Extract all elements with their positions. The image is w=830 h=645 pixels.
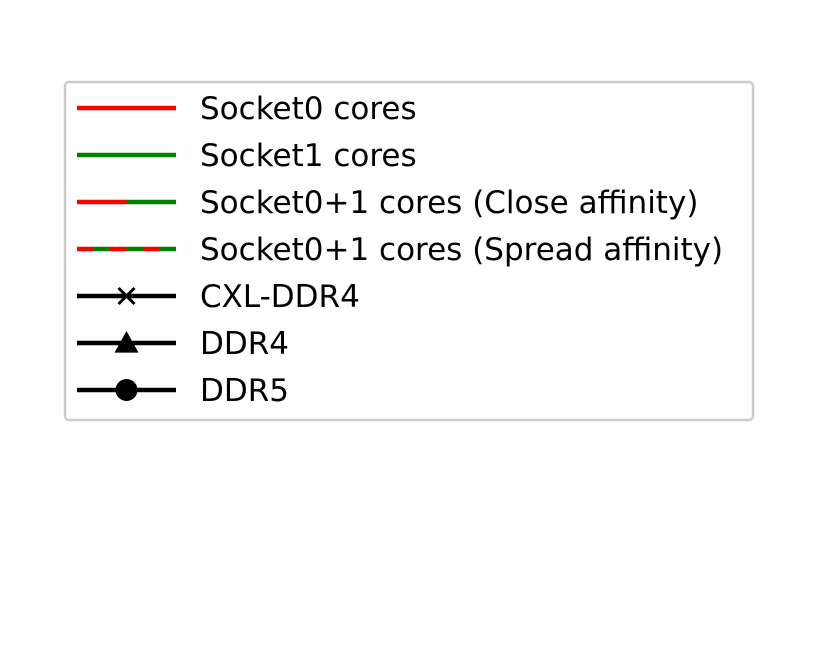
legend-frame [63,80,755,422]
legend-item-cxl-ddr4: CXL-DDR4 [77,279,360,315]
legend-item-socket0-1-cores-close-affinity: Socket0+1 cores (Close affinity) [77,185,698,221]
x-marker-icon [117,286,136,306]
legend-label: Socket0+1 cores (Spread affinity) [200,232,723,268]
legend-label: DDR5 [200,373,289,409]
legend-label: DDR4 [200,326,289,362]
legend-label: Socket0 cores [200,91,417,127]
legend-item-socket0-cores: Socket0 cores [77,91,417,127]
legend-item-ddr4: DDR4 [77,326,289,362]
legend-item-socket1-cores: Socket1 cores [77,138,417,174]
legend-label: CXL-DDR4 [200,279,360,315]
circle-marker-icon [115,379,138,401]
legend-item-socket0-1-cores-spread-affinity: Socket0+1 cores (Spread affinity) [77,232,723,268]
legend-item-ddr5: DDR5 [77,373,289,409]
triangle-marker-icon [114,331,139,353]
legend-label: Socket0+1 cores (Close affinity) [200,185,698,221]
legend-label: Socket1 cores [200,138,417,174]
